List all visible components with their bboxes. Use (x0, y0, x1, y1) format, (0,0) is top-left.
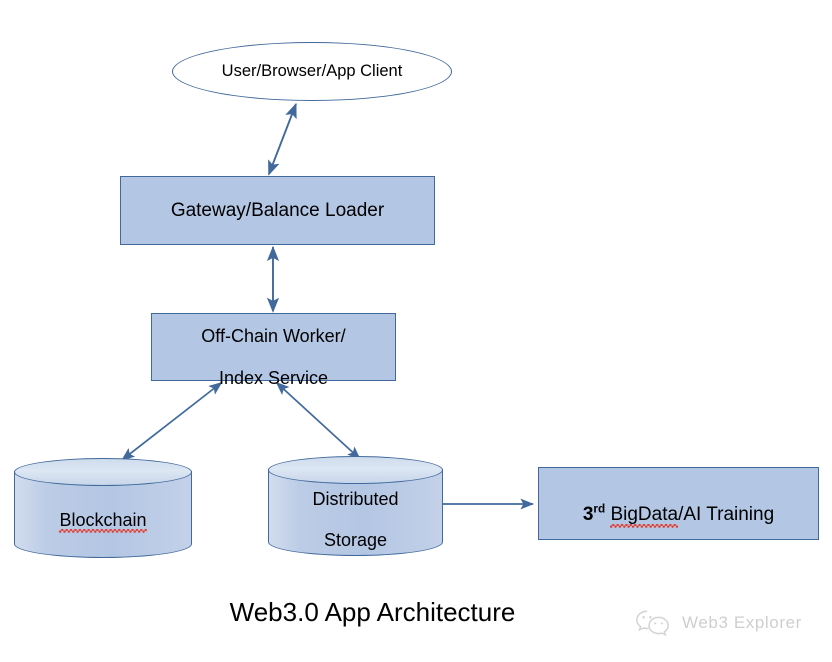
edge-worker-storage (275, 381, 361, 460)
cylinder-top-ellipse (14, 458, 192, 486)
diagram-caption: Web3.0 App Architecture (229, 597, 516, 627)
node-off-chain-worker-label-line2: Index Service (218, 367, 329, 388)
node-distributed-storage-label: Distributed Storage (268, 468, 443, 551)
edge-worker-blockchain (121, 381, 223, 461)
label-rest: /AI Training (678, 503, 775, 525)
node-third-party-bigdata[interactable]: 3rd BigData/AI Training (538, 467, 819, 540)
node-blockchain-label-text: Blockchain (59, 509, 147, 533)
watermark: Web3 Explorer (633, 607, 802, 639)
node-off-chain-worker-label-line1: Off-Chain Worker/ (201, 326, 346, 347)
watermark-text: Web3 Explorer (682, 613, 802, 632)
node-distributed-storage-label-line2: Storage (323, 529, 388, 550)
wechat-logo-icon (633, 607, 673, 639)
misspelled-word: BigData (610, 503, 679, 529)
node-blockchain[interactable]: Blockchain (14, 458, 192, 558)
node-third-party-bigdata-label: 3rd BigData/AI Training (582, 482, 775, 529)
cylinder-top-ellipse (268, 456, 443, 484)
node-gateway-label: Gateway/Balance Loader (170, 199, 385, 221)
edge-user-gateway (268, 102, 297, 176)
node-user-client[interactable]: User/Browser/App Client (172, 42, 452, 101)
node-off-chain-worker-label: Off-Chain Worker/ Index Service (201, 306, 345, 389)
node-user-client-label: User/Browser/App Client (221, 62, 403, 81)
node-off-chain-worker[interactable]: Off-Chain Worker/ Index Service (151, 313, 396, 388)
node-gateway[interactable]: Gateway/Balance Loader (120, 176, 435, 245)
node-distributed-storage-label-line1: Distributed (312, 488, 399, 509)
ordinal-suffix: rd (593, 502, 606, 516)
ordinal-number: 3 (582, 503, 594, 525)
node-distributed-storage[interactable]: Distributed Storage (268, 456, 443, 556)
node-blockchain-label: Blockchain (14, 489, 192, 533)
